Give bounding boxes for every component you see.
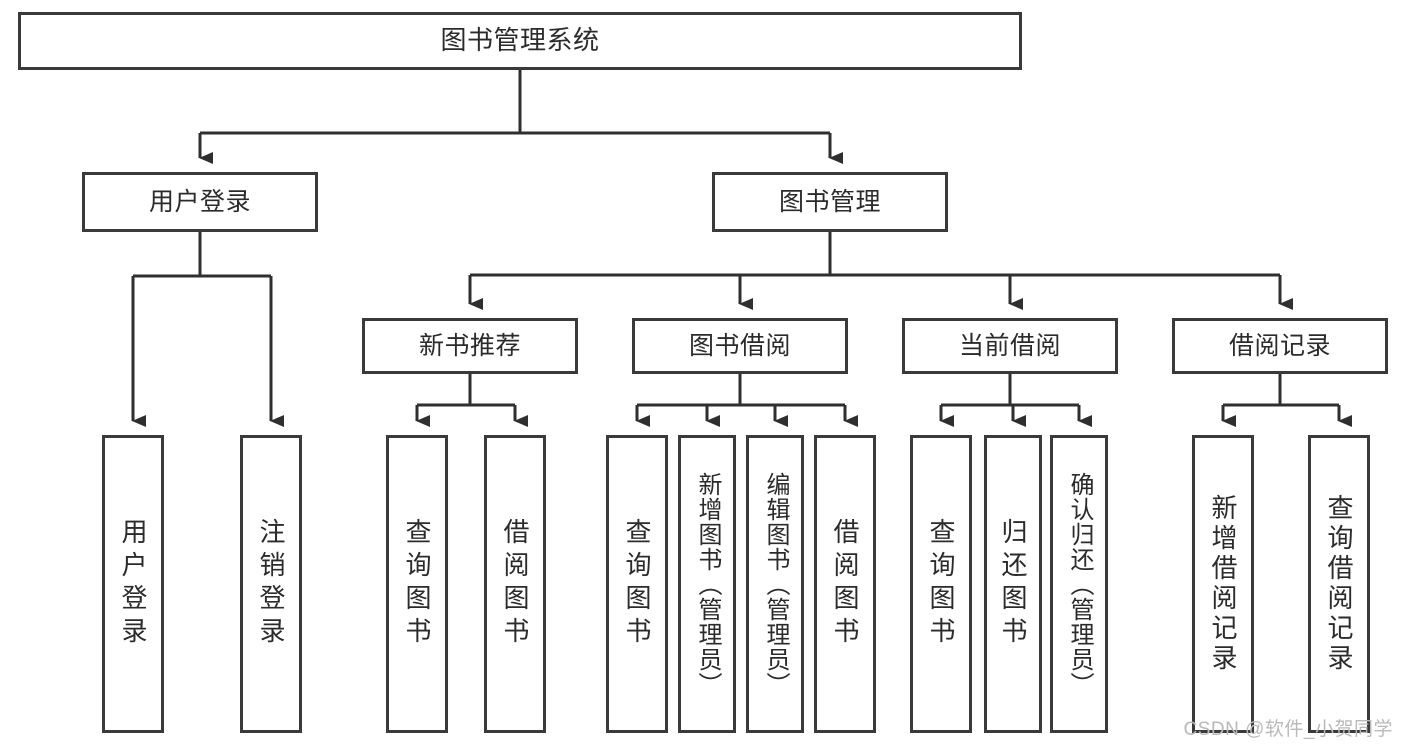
node-leaf-borrow-book-recommend[interactable]: 借阅图书 bbox=[484, 435, 546, 733]
node-user-login-label: 用户登录 bbox=[148, 188, 251, 216]
node-leaf-query-book-borrow[interactable]: 查询图书 bbox=[606, 435, 668, 733]
node-new-book-recommend[interactable]: 新书推荐 bbox=[362, 318, 578, 374]
node-leaf-add-borrow-record-label: 新增借阅记录 bbox=[1208, 494, 1238, 674]
node-current-borrow[interactable]: 当前借阅 bbox=[902, 318, 1118, 374]
node-leaf-confirm-return-admin[interactable]: 确认归还（管理员） bbox=[1050, 435, 1108, 733]
node-leaf-add-book-admin[interactable]: 新增图书（管理员） bbox=[678, 435, 736, 733]
node-leaf-query-book-current[interactable]: 查询图书 bbox=[910, 435, 972, 733]
node-leaf-borrow-book-recommend-label: 借阅图书 bbox=[500, 518, 530, 650]
node-leaf-logout-login[interactable]: 注销登录 bbox=[240, 435, 302, 733]
node-leaf-return-book[interactable]: 归还图书 bbox=[984, 435, 1042, 733]
node-book-borrow[interactable]: 图书借阅 bbox=[632, 318, 848, 374]
node-leaf-query-book-recommend[interactable]: 查询图书 bbox=[386, 435, 448, 733]
node-leaf-add-book-admin-label: 新增图书（管理员） bbox=[694, 471, 721, 697]
node-book-management[interactable]: 图书管理 bbox=[712, 172, 948, 232]
node-borrow-record-label: 借阅记录 bbox=[1228, 332, 1331, 360]
node-root-label: 图书管理系统 bbox=[440, 25, 600, 56]
node-leaf-confirm-return-admin-label: 确认归还（管理员） bbox=[1066, 471, 1093, 697]
node-leaf-edit-book-admin-label: 编辑图书（管理员） bbox=[762, 471, 789, 697]
node-leaf-query-borrow-record[interactable]: 查询借阅记录 bbox=[1308, 435, 1370, 733]
node-current-borrow-label: 当前借阅 bbox=[958, 332, 1061, 360]
node-leaf-query-book-borrow-label: 查询图书 bbox=[622, 518, 652, 650]
node-leaf-borrow-book-label: 借阅图书 bbox=[830, 518, 860, 650]
node-leaf-query-book-recommend-label: 查询图书 bbox=[402, 518, 432, 650]
node-leaf-user-login-label: 用户登录 bbox=[118, 518, 148, 650]
node-borrow-record[interactable]: 借阅记录 bbox=[1172, 318, 1388, 374]
watermark-text: CSDN @软件_小贺同学 bbox=[1183, 719, 1393, 740]
node-root[interactable]: 图书管理系统 bbox=[18, 12, 1022, 70]
node-leaf-return-book-label: 归还图书 bbox=[998, 518, 1028, 650]
node-new-book-recommend-label: 新书推荐 bbox=[418, 332, 521, 360]
node-leaf-user-login[interactable]: 用户登录 bbox=[102, 435, 164, 733]
node-leaf-query-book-current-label: 查询图书 bbox=[926, 518, 956, 650]
node-leaf-query-borrow-record-label: 查询借阅记录 bbox=[1324, 494, 1354, 674]
node-book-management-label: 图书管理 bbox=[778, 188, 881, 216]
node-leaf-borrow-book[interactable]: 借阅图书 bbox=[814, 435, 876, 733]
node-leaf-logout-login-label: 注销登录 bbox=[256, 518, 286, 650]
node-user-login[interactable]: 用户登录 bbox=[82, 172, 318, 232]
node-book-borrow-label: 图书借阅 bbox=[688, 332, 791, 360]
node-leaf-edit-book-admin[interactable]: 编辑图书（管理员） bbox=[746, 435, 804, 733]
node-leaf-add-borrow-record[interactable]: 新增借阅记录 bbox=[1192, 435, 1254, 733]
